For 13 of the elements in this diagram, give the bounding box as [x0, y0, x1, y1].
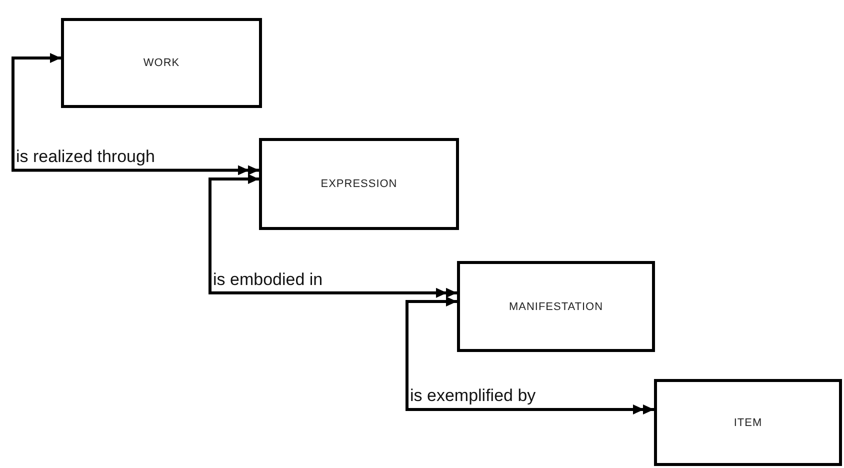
entity-label: EXPRESSION [320, 178, 398, 190]
entity-box [259, 138, 459, 230]
entity-box [61, 18, 262, 108]
edge-label: is exemplified by [409, 386, 537, 406]
relationship-arrow [12, 53, 259, 176]
relationship-arrow [208, 174, 457, 298]
edge-label: is realized through [15, 147, 156, 168]
entity-box [457, 261, 655, 352]
entity-label: MANIFESTATION [508, 300, 604, 312]
entity-label: ITEM [734, 416, 762, 428]
entity-label: WORK [143, 57, 180, 69]
relationship-arrow [406, 296, 654, 414]
entity-box [654, 379, 842, 466]
